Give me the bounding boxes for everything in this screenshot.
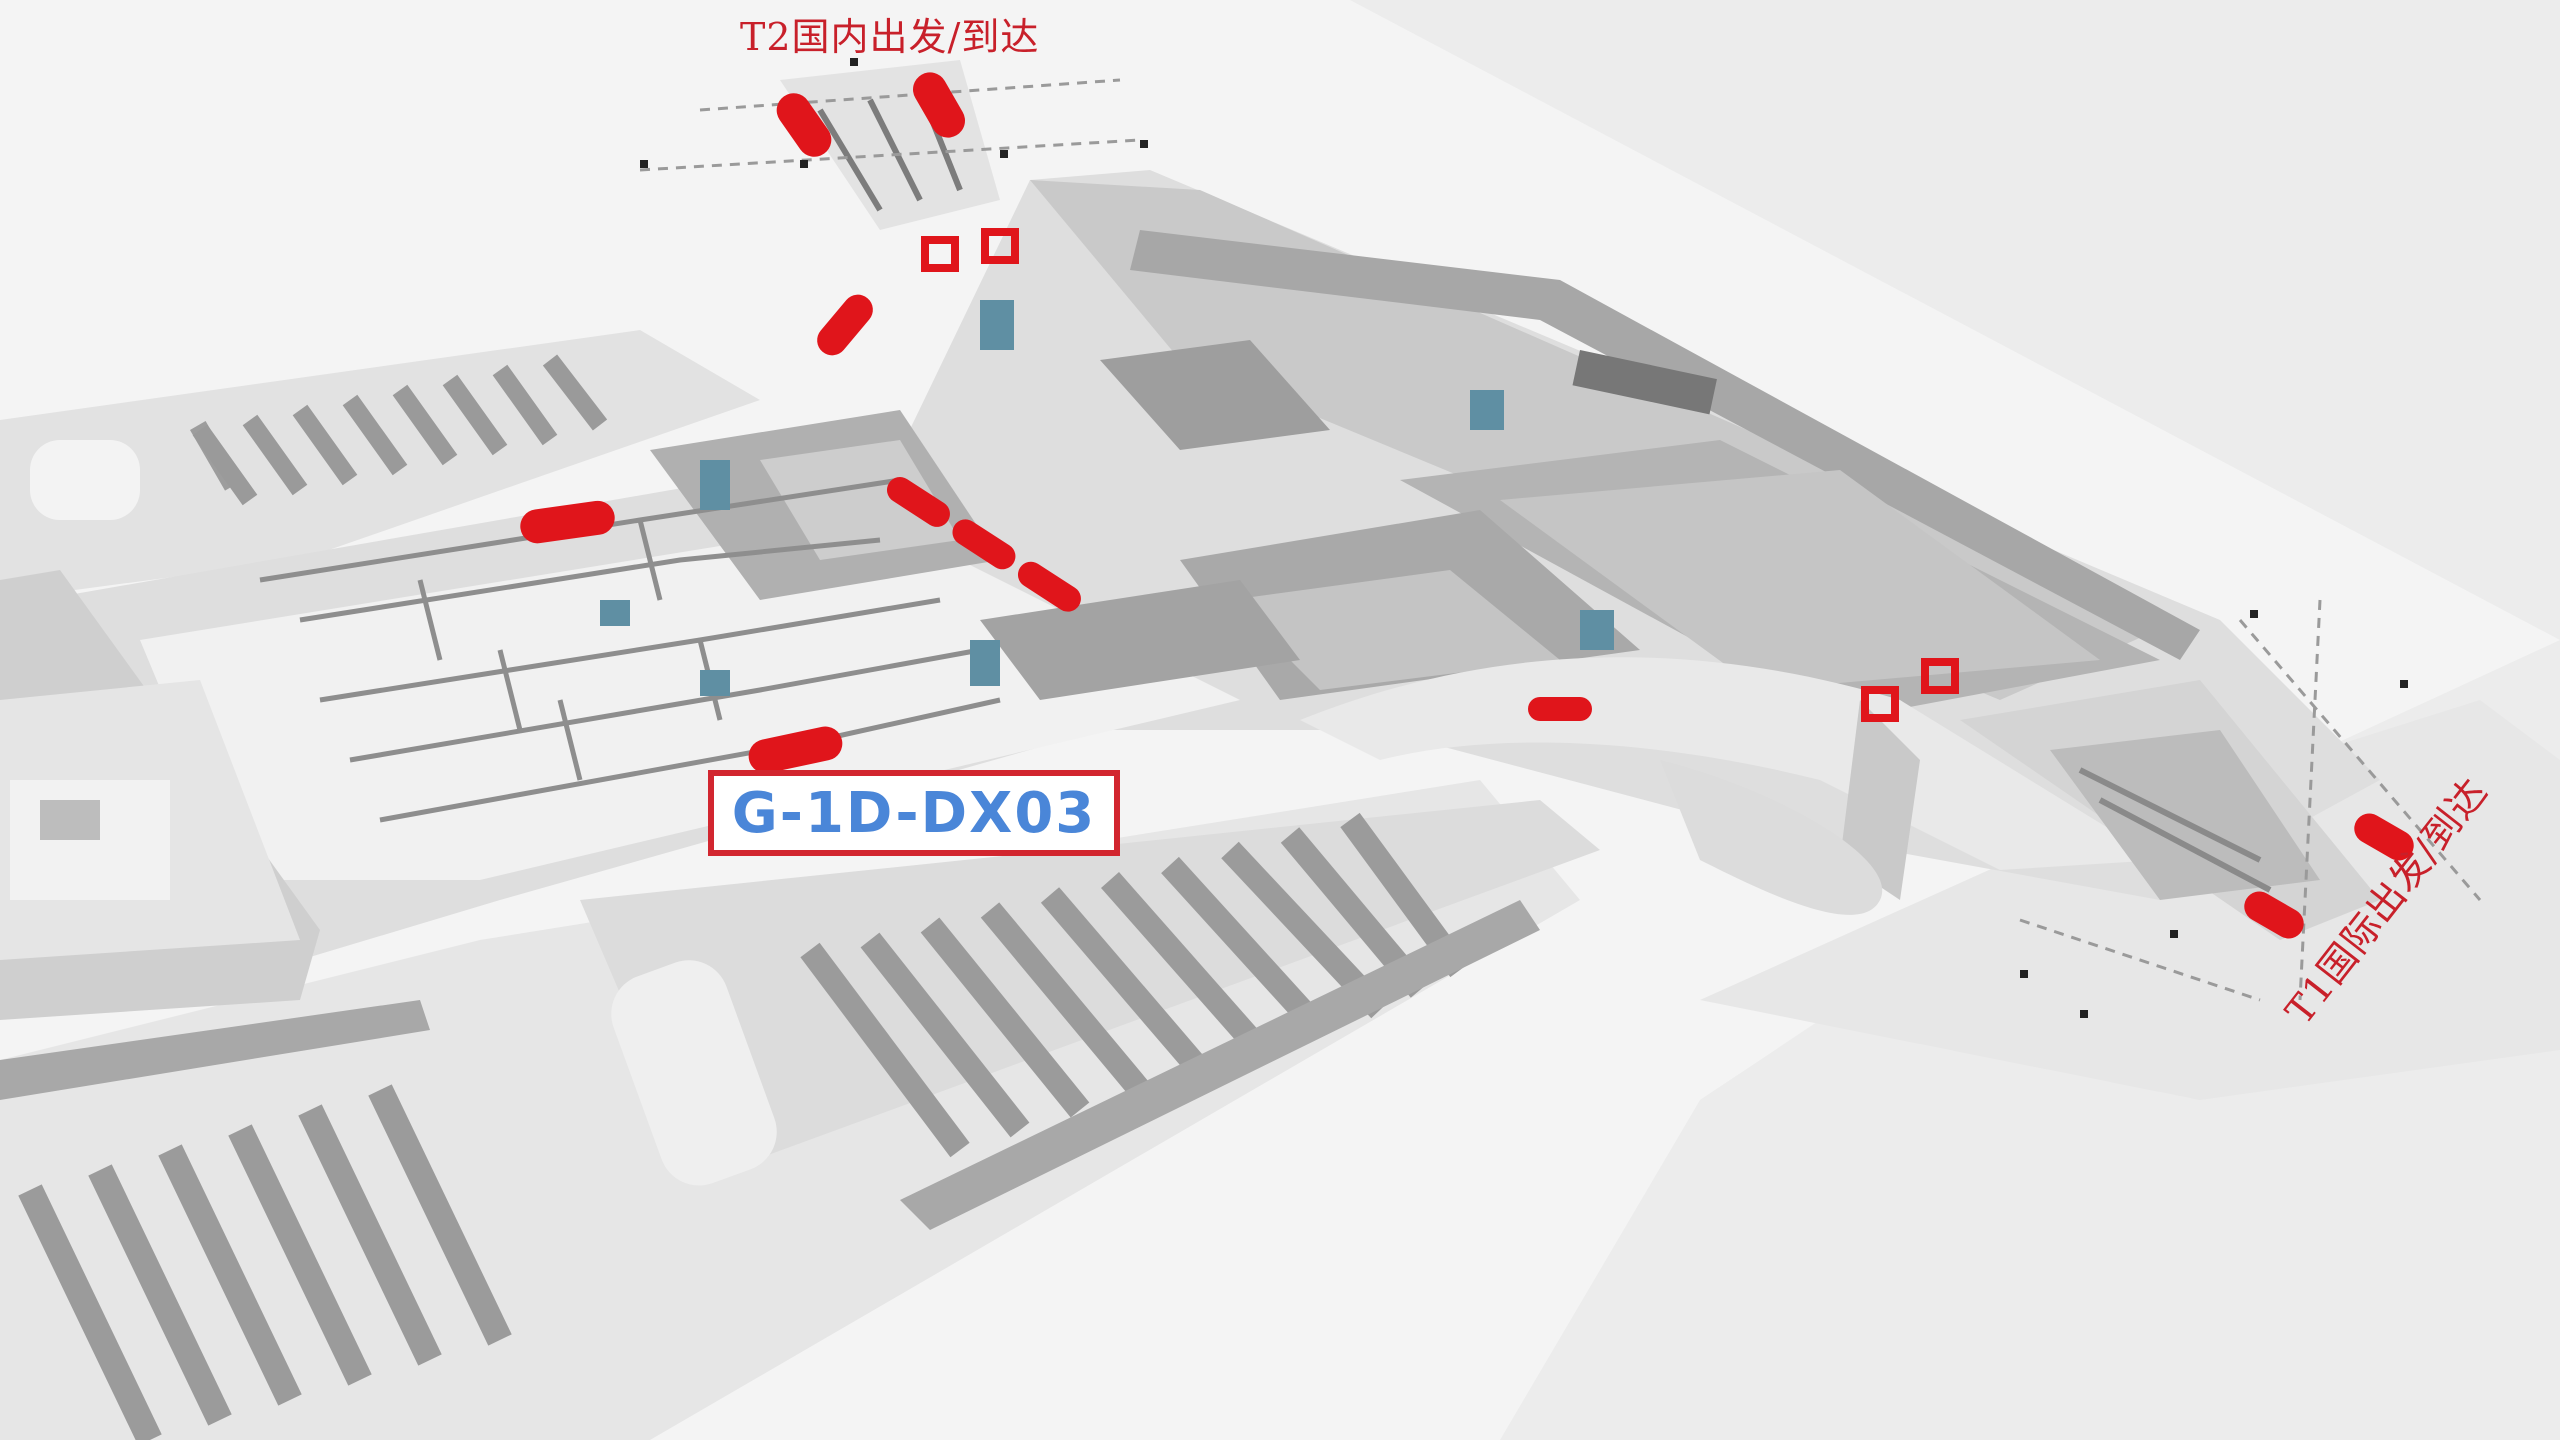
red-pill-marker — [520, 72, 2414, 939]
red-dashed-route — [887, 477, 1083, 613]
t1-approach — [1572, 350, 2482, 1018]
location-code-text: G-1D-DX03 — [731, 780, 1097, 846]
left-building — [0, 570, 320, 1020]
escalator-stack — [600, 300, 1614, 696]
parking-lot-left — [0, 330, 760, 600]
parking-lot-bottom — [0, 780, 1600, 1440]
terminal-floor — [40, 170, 2380, 960]
background-terrain — [1350, 0, 2560, 1440]
location-code-tag: G-1D-DX03 — [708, 770, 1120, 856]
red-square-marker — [921, 228, 1959, 722]
t2-terminal-label: T2国内出发/到达 — [740, 15, 1040, 59]
concourse-walls — [259, 477, 1001, 823]
